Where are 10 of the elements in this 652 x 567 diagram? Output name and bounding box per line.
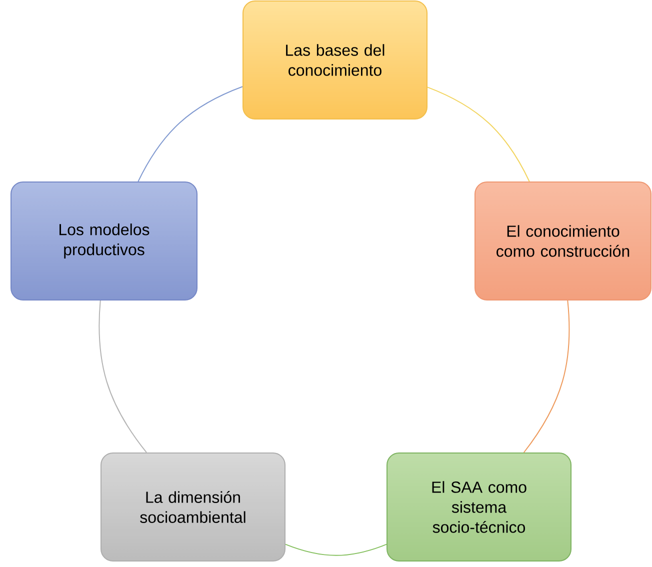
connector-arc (98, 300, 147, 453)
process-box: El SAA como sistema socio-técnico (386, 452, 572, 562)
process-box: El conocimiento como construcción (474, 182, 652, 300)
process-box: Las bases del conocimiento (242, 0, 428, 120)
connector-arc (285, 544, 387, 556)
process-box: La dimensión socioambiental (100, 452, 286, 562)
connector-arc (138, 86, 243, 182)
process-box: Los modelos productivos (10, 182, 198, 300)
connector-arc (427, 86, 530, 182)
connector-arc (523, 300, 570, 453)
